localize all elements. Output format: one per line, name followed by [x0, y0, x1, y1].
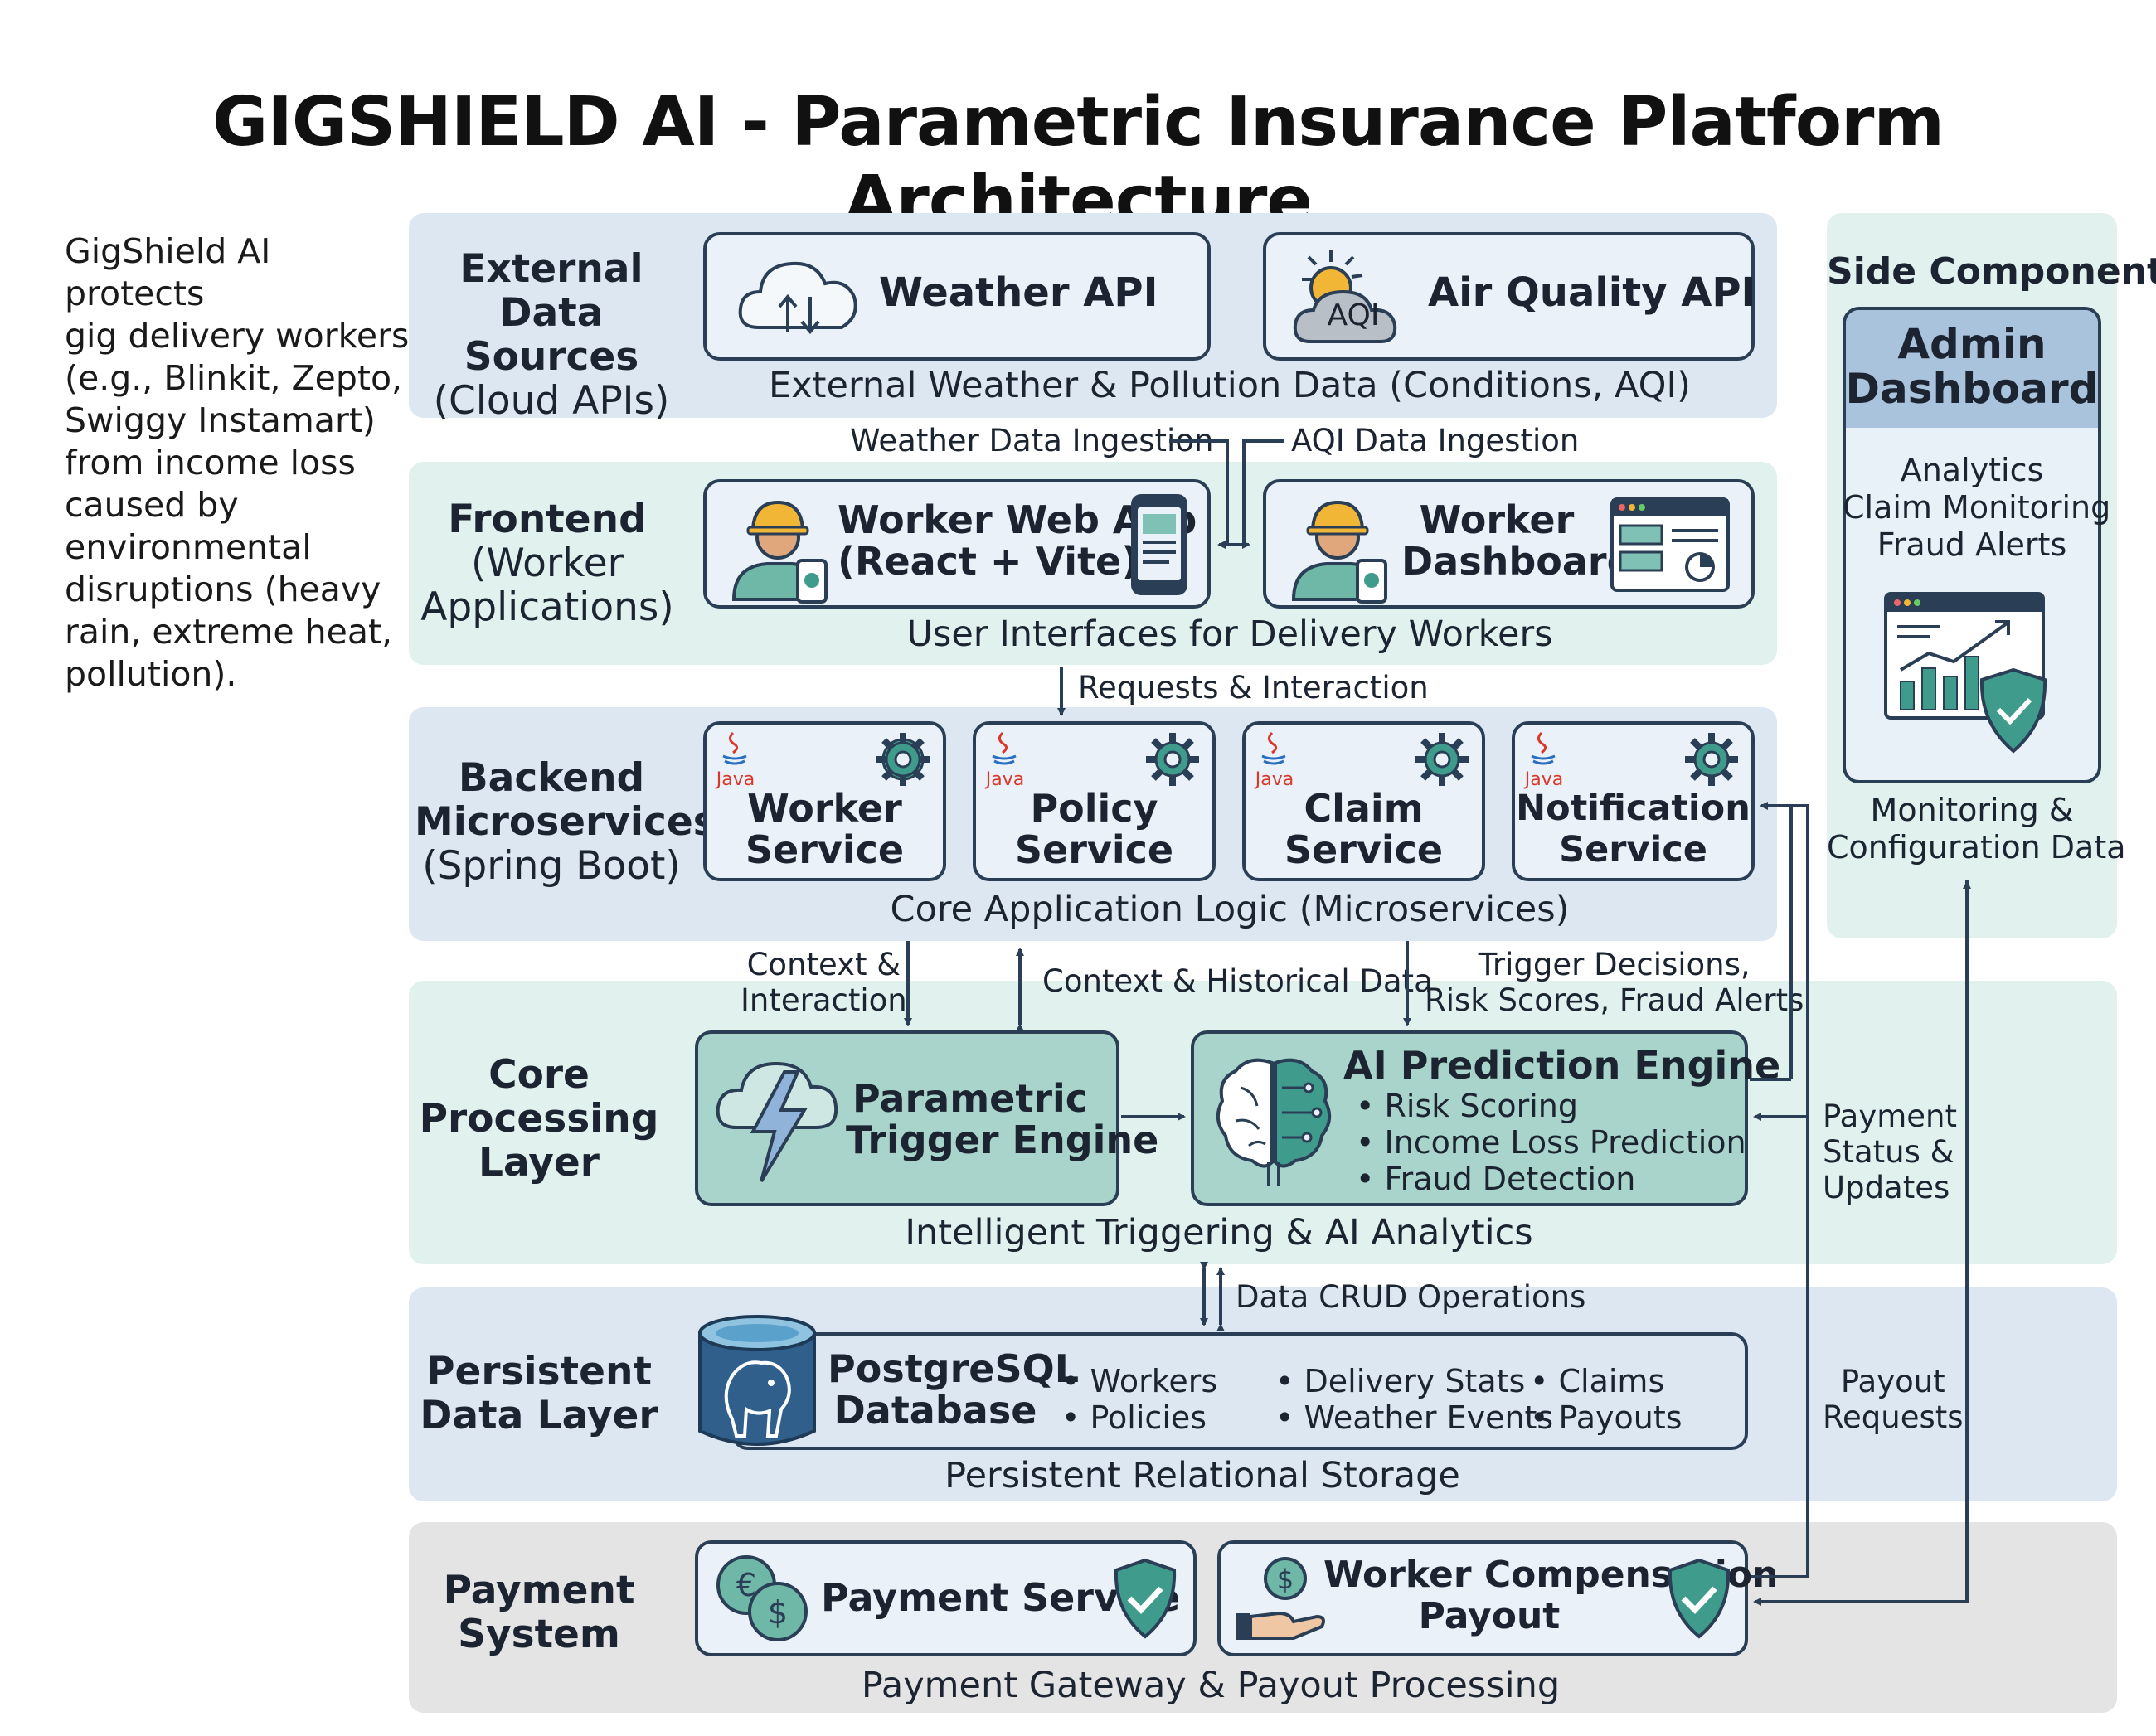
- weather-api-label: Weather API: [879, 269, 1158, 316]
- svg-text:$: $: [1277, 1564, 1294, 1595]
- table-item: Policies: [1061, 1399, 1217, 1436]
- java-icon: [1261, 731, 1286, 765]
- worker-web-app-label: Worker Web App (React + Vite): [838, 497, 1197, 584]
- notification-service-box[interactable]: [1512, 721, 1755, 881]
- backend-layer-label: Backend Microservices (Spring Boot): [415, 755, 716, 889]
- aqi-ingestion-label: AQI Data Ingestion: [1291, 423, 1580, 458]
- shield-check-icon: [1114, 1558, 1177, 1639]
- sun-cloud-icon: [1293, 250, 1397, 343]
- brain-icon: [1216, 1058, 1332, 1186]
- data-layer-label: Persistent Data Layer: [420, 1349, 658, 1438]
- air-quality-api-label: Air Quality API: [1428, 269, 1756, 316]
- worker-service-label: Worker Service: [745, 786, 905, 872]
- payment-caption: Payment Gateway & Payout Processing: [861, 1665, 1561, 1706]
- worker-avatar-icon: [1291, 500, 1387, 604]
- gear-icon: [1146, 733, 1199, 786]
- side-component-title: Side Component: [1827, 250, 2156, 293]
- intro-line: pollution).: [65, 654, 237, 694]
- payment-layer-label: Payment System: [443, 1568, 635, 1657]
- admin-dashboard-header: [1846, 310, 2098, 428]
- trigger-decisions-label: Trigger Decisions, Risk Scores, Fraud Al…: [1425, 947, 1804, 1018]
- bullet-item: Risk Scoring: [1356, 1088, 1746, 1124]
- intro-line: environmental: [65, 527, 312, 567]
- payout-requests-label: Payout Requests: [1823, 1364, 1964, 1435]
- mobile-phone-icon: [1131, 494, 1187, 595]
- external-caption: External Weather & Pollution Data (Condi…: [769, 365, 1691, 406]
- gear-icon: [876, 733, 930, 786]
- bullet-item: Income Loss Prediction: [1356, 1124, 1746, 1161]
- crud-label: Data CRUD Operations: [1236, 1279, 1586, 1315]
- intro-line: disruptions (heavy: [65, 570, 381, 609]
- gear-icon: [1685, 733, 1738, 786]
- shield-check-icon: [1668, 1558, 1731, 1639]
- bullet-item: Fraud Detection: [1356, 1161, 1746, 1197]
- table-item: Weather Events: [1275, 1399, 1554, 1436]
- table-item: Workers: [1061, 1363, 1218, 1399]
- storm-cloud-icon: [716, 1061, 838, 1183]
- database-cylinder-icon: [698, 1315, 816, 1446]
- worker-compensation-payout-label: Worker Compensation Payout: [1323, 1554, 1779, 1637]
- worker-compensation-payout-box[interactable]: [1217, 1540, 1748, 1656]
- java-label: Java: [1524, 769, 1564, 790]
- table-item: Claims: [1530, 1363, 1683, 1399]
- cloud-icon: [738, 261, 857, 335]
- claim-service-label: Claim Service: [1284, 786, 1444, 872]
- intro-line: rain, extreme heat,: [65, 612, 393, 652]
- tables-column-3: Claims Payouts: [1530, 1363, 1683, 1436]
- java-label: Java: [985, 769, 1025, 790]
- weather-ingestion-label: Weather Data Ingestion: [850, 423, 1214, 458]
- tables-column-2: Delivery Stats Weather Events: [1275, 1363, 1554, 1436]
- svg-text:$: $: [768, 1594, 788, 1631]
- context-interaction-label: Context & Interaction: [741, 947, 907, 1018]
- parametric-trigger-engine-label: Parametric Trigger Engine: [846, 1076, 1159, 1162]
- external-layer-label: External Data Sources (Cloud APIs): [433, 246, 670, 424]
- side-caption: Monitoring & Configuration Data: [1827, 792, 2126, 866]
- currency-coins-icon: € $: [716, 1555, 808, 1641]
- page-title: GIGSHIELD AI - Parametric Insurance Plat…: [212, 83, 1945, 240]
- frontend-caption: User Interfaces for Delivery Workers: [906, 613, 1553, 655]
- admin-dashboard-title: Admin Dashboard: [1845, 320, 2099, 413]
- requests-label: Requests & Interaction: [1078, 670, 1429, 706]
- admin-features: Analytics Claim Monitoring Fraud Alerts: [1843, 452, 2111, 563]
- notification-service-label: Notification Service: [1516, 788, 1751, 870]
- tables-column-1: Workers Policies: [1061, 1363, 1218, 1436]
- java-icon: [992, 731, 1017, 765]
- context-historical-label: Context & Historical Data: [1042, 963, 1433, 999]
- frontend-layer-label: Frontend (Worker Applications): [420, 497, 674, 630]
- hand-coin-icon: $: [1236, 1557, 1325, 1640]
- intro-line: GigShield AI protects: [65, 231, 271, 313]
- table-item: Payouts: [1530, 1399, 1683, 1436]
- policy-service-label: Policy Service: [1014, 786, 1174, 872]
- intro-line: (e.g., Blinkit, Zepto,: [65, 358, 403, 398]
- backend-caption: Core Application Logic (Microservices): [890, 889, 1570, 930]
- payment-service-label: Payment Service: [821, 1575, 1181, 1620]
- intro-line: gig delivery workers: [65, 316, 410, 356]
- java-label: Java: [716, 769, 755, 790]
- postgresql-database-label: PostgreSQL Database: [828, 1346, 1080, 1433]
- gear-icon: [1415, 733, 1469, 786]
- dashboard-window-icon: [1610, 497, 1730, 592]
- intro-line: caused by: [65, 485, 239, 525]
- intro-line: from income loss: [65, 443, 356, 482]
- aqi-badge: AQI: [1327, 298, 1380, 332]
- worker-avatar-icon: [731, 500, 828, 604]
- ai-prediction-engine-title: AI Prediction Engine: [1343, 1043, 1781, 1088]
- ai-engine-bullets: Risk Scoring Income Loss Prediction Frau…: [1356, 1088, 1746, 1197]
- intro-line: Swiggy Instamart): [65, 400, 376, 440]
- analytics-chart-icon: [1884, 592, 2047, 754]
- java-label: Java: [1255, 769, 1294, 790]
- worker-dashboard-label: Worker Dashboard: [1401, 497, 1634, 584]
- core-layer-label: Core Processing Layer: [419, 1052, 659, 1186]
- payment-status-label: Payment Status & Updates: [1823, 1098, 1957, 1205]
- java-icon: [722, 731, 747, 765]
- table-item: Delivery Stats: [1275, 1363, 1553, 1399]
- data-caption: Persistent Relational Storage: [944, 1455, 1460, 1496]
- java-icon: [1531, 731, 1556, 765]
- intro-text: GigShield AI protects gig delivery worke…: [65, 230, 413, 696]
- core-caption: Intelligent Triggering & AI Analytics: [905, 1212, 1533, 1254]
